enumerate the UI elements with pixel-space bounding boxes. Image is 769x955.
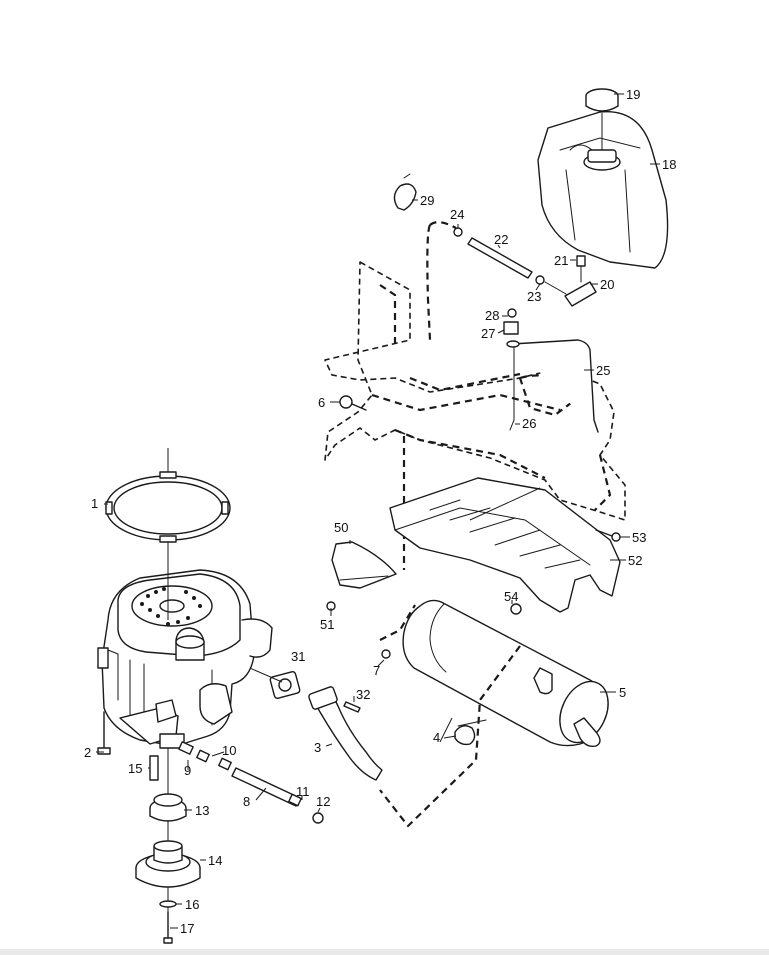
bolt-2 (97, 711, 111, 755)
exhaust-clamp (454, 719, 487, 746)
heat-shield (389, 477, 621, 613)
callout-3: 3 (314, 740, 321, 755)
callout-54: 54 (504, 589, 518, 604)
callout-4: 4 (433, 730, 440, 745)
fuel-cap (585, 88, 619, 150)
callout-labels: 1 2 3 4 5 6 7 8 9 10 11 12 13 14 15 16 1… (84, 87, 676, 936)
exhaust-routing-dash (379, 604, 521, 828)
bolt-32 (343, 701, 361, 713)
callout-22: 22 (494, 232, 508, 247)
engine (97, 569, 273, 749)
key-15 (149, 755, 159, 781)
callout-6: 6 (318, 395, 325, 410)
callout-50: 50 (334, 520, 348, 535)
callout-14: 14 (208, 853, 222, 868)
exhaust-pipe (308, 686, 383, 781)
callout-52: 52 (628, 553, 642, 568)
callout-21: 21 (554, 253, 568, 268)
callout-1: 1 (91, 496, 98, 511)
callout-16: 16 (185, 897, 199, 912)
bolt-7 (381, 649, 391, 659)
callout-10: 10 (222, 743, 236, 758)
bottom-bar (0, 949, 769, 955)
exhaust-gasket (269, 670, 301, 700)
callout-11: 11 (296, 784, 310, 799)
callout-32: 32 (356, 687, 370, 702)
callout-7: 7 (373, 663, 380, 678)
callout-5: 5 (619, 685, 626, 700)
callout-17: 17 (180, 921, 194, 936)
muffler (402, 599, 609, 748)
nut-54 (510, 603, 522, 615)
fuel-tank (537, 110, 669, 269)
callout-9: 9 (184, 763, 191, 778)
callout-51: 51 (320, 617, 334, 632)
engine-grille (140, 587, 202, 626)
callout-18: 18 (662, 157, 676, 172)
callout-2: 2 (84, 745, 91, 760)
hose-clamp (393, 173, 417, 211)
callout-31: 31 (291, 649, 305, 664)
gasket-ring (105, 471, 231, 543)
callout-13: 13 (195, 803, 209, 818)
callout-29: 29 (420, 193, 434, 208)
bolt (339, 395, 367, 411)
throttle-rod (503, 308, 599, 433)
washer-16 (159, 900, 177, 908)
pulley-14 (135, 840, 201, 888)
callout-20: 20 (600, 277, 614, 292)
chassis-frame (324, 221, 626, 570)
callout-12: 12 (316, 794, 330, 809)
callout-25: 25 (596, 363, 610, 378)
fuel-line (453, 227, 597, 307)
pulley-13 (149, 793, 187, 822)
callout-24: 24 (450, 207, 464, 222)
leader-lines (96, 93, 660, 929)
bolt-17 (163, 911, 173, 944)
callout-15: 15 (128, 761, 142, 776)
callout-53: 53 (632, 530, 646, 545)
callout-26: 26 (522, 416, 536, 431)
callout-28: 28 (485, 308, 499, 323)
callout-27: 27 (481, 326, 495, 341)
callout-23: 23 (527, 289, 541, 304)
callout-8: 8 (243, 794, 250, 809)
muffler-bracket (331, 541, 397, 589)
callout-19: 19 (626, 87, 640, 102)
fuel-pump-line (178, 741, 324, 824)
